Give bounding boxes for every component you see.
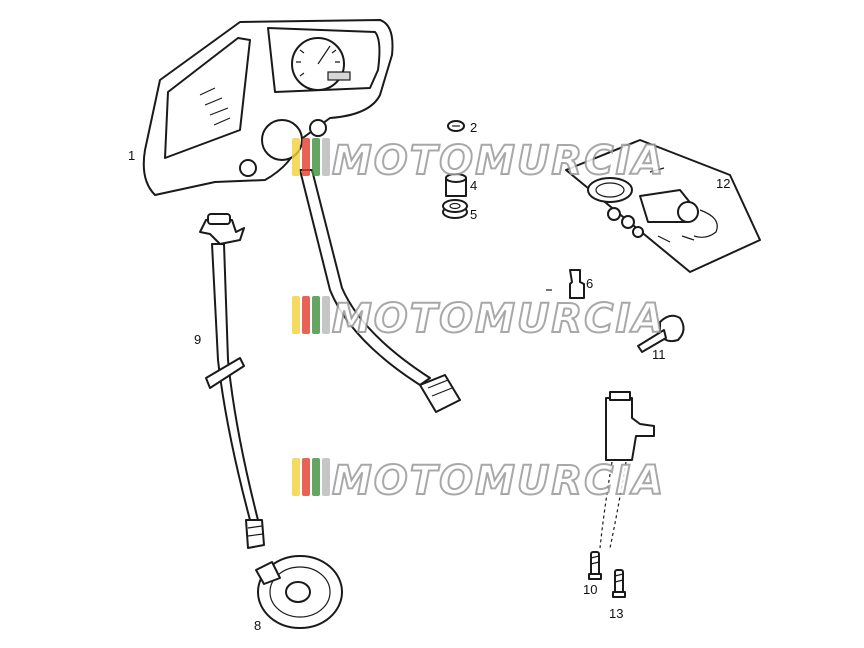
watermark-stripe xyxy=(322,138,330,176)
watermark-middle: MOTOMURCIA xyxy=(292,295,665,343)
callout-9: 9 xyxy=(194,332,201,347)
speed-sensor xyxy=(599,391,655,549)
indicator-bulb xyxy=(546,269,585,299)
watermark-stripe xyxy=(302,458,310,496)
callout-13: 13 xyxy=(609,606,623,621)
screws xyxy=(588,551,626,598)
watermark-stripe xyxy=(322,458,330,496)
watermark-stripe xyxy=(292,138,300,176)
callout-12: 12 xyxy=(716,176,730,191)
callout-8: 8 xyxy=(254,618,261,633)
watermark-text: MOTOMURCIA xyxy=(332,458,665,504)
ignition-switch-kit xyxy=(565,139,761,273)
watermark-text: MOTOMURCIA xyxy=(332,138,665,184)
watermark-text: MOTOMURCIA xyxy=(332,296,665,342)
ignition-key xyxy=(637,314,685,353)
watermark-bottom: MOTOMURCIA xyxy=(292,457,665,505)
wiring-harness xyxy=(299,169,461,413)
speedometer-drive xyxy=(255,555,343,629)
watermark-top: MOTOMURCIA xyxy=(292,137,665,185)
small-fasteners xyxy=(442,120,468,219)
watermark-stripe xyxy=(322,296,330,334)
watermark-stripe xyxy=(302,138,310,176)
callout-5: 5 xyxy=(470,207,477,222)
watermark-stripe xyxy=(292,458,300,496)
watermark-stripe xyxy=(302,296,310,334)
watermark-stripe xyxy=(312,138,320,176)
callout-1: 1 xyxy=(128,148,135,163)
callout-10: 10 xyxy=(583,582,597,597)
callout-2: 2 xyxy=(470,120,477,135)
callout-6: 6 xyxy=(586,276,593,291)
watermark-stripe xyxy=(312,458,320,496)
callout-11: 11 xyxy=(652,347,666,362)
watermark-stripe xyxy=(292,296,300,334)
watermark-stripe xyxy=(312,296,320,334)
speedometer-cable xyxy=(199,213,265,549)
callout-4: 4 xyxy=(470,178,477,193)
